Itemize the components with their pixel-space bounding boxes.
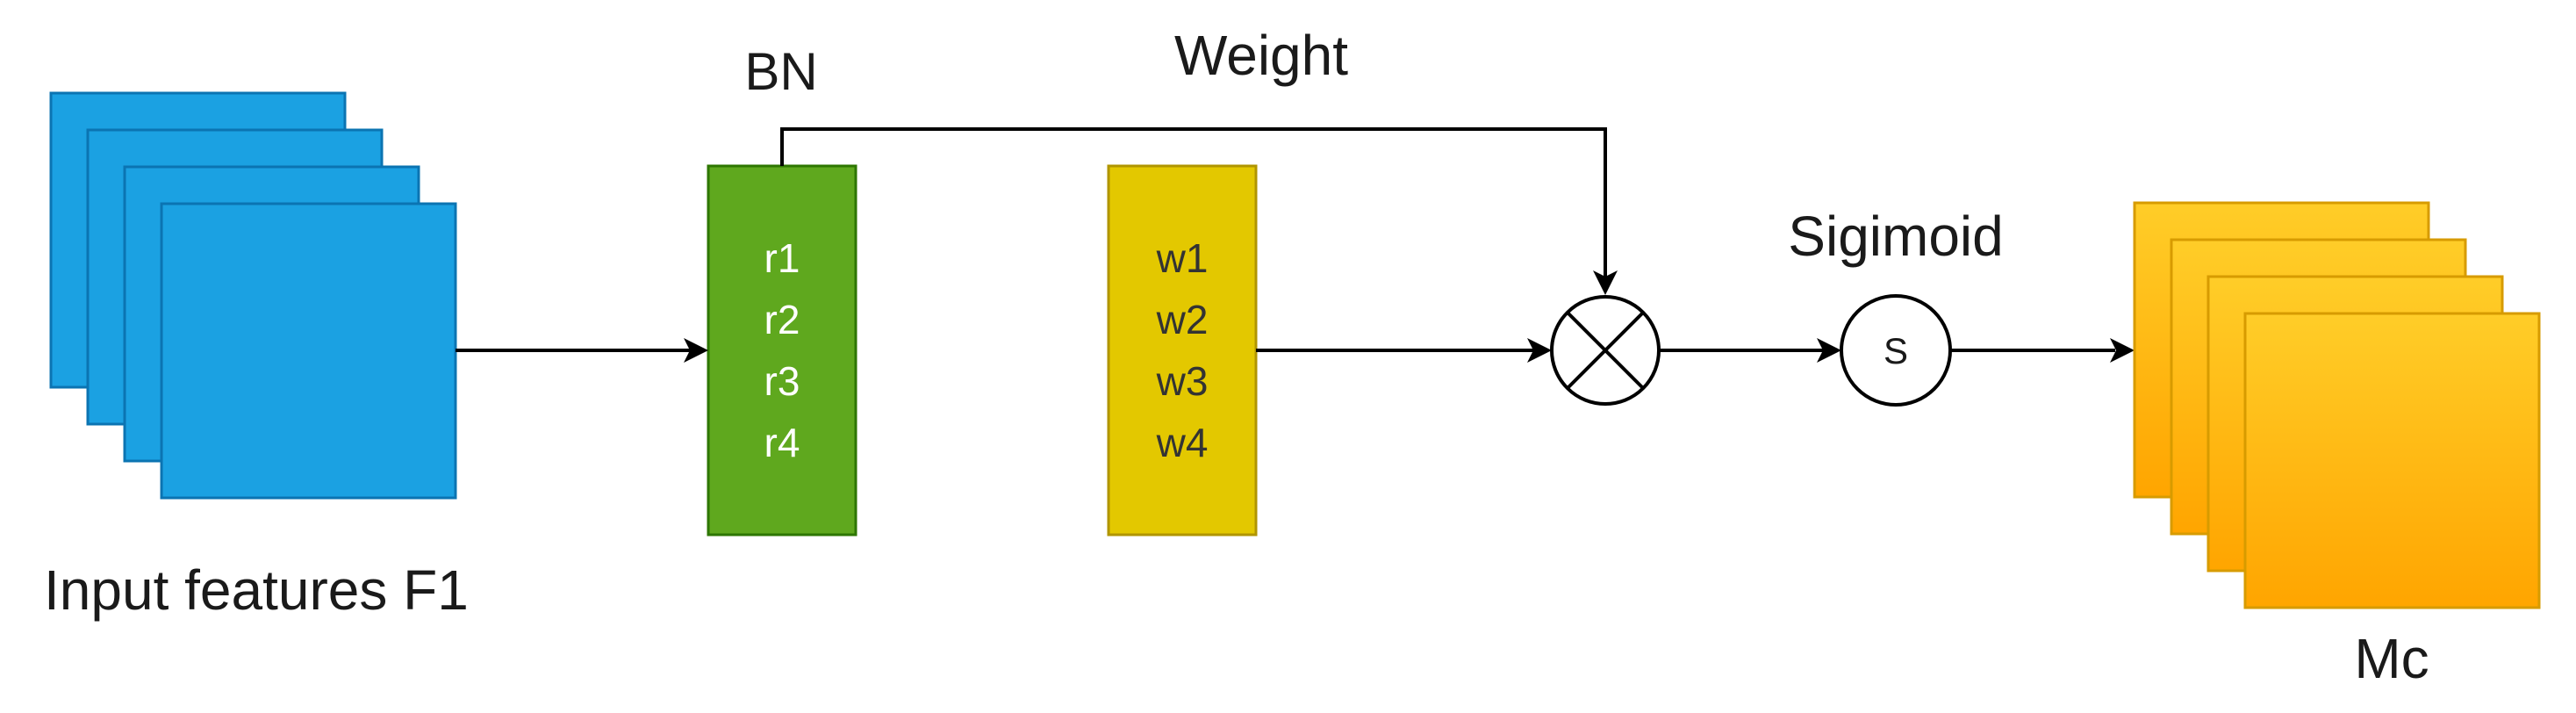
weight-coefficient-2: w2 [1156,297,1209,342]
arrow-multiply-to-sigmoid-head [1817,338,1841,363]
bn-coefficient-2: r2 [764,297,800,342]
output-feature-stack [2133,201,2541,609]
input-feature-stack [49,91,457,500]
multiply-circle-icon [1550,295,1661,406]
arrow-bn-to-multiply-head [1593,270,1618,295]
input-feature-map-4 [160,202,457,500]
weight-coefficient-3: w3 [1156,358,1209,404]
sigmoid-symbol: S [1884,330,1908,371]
weight-coefficients: w1 w2 w3 w4 [1156,235,1209,465]
bn-label: BN [744,42,817,101]
bn-block [707,164,857,537]
arrow-bn-to-multiply [780,127,1607,279]
sigmoid-label: Sigimoid [1788,205,2003,268]
weight-coefficient-4: w4 [1156,420,1209,465]
bn-coefficient-3: r3 [764,358,800,404]
weight-label: Weight [1174,24,1348,87]
arrow-input-to-bn-head [684,338,708,363]
bn-coefficient-4: r4 [764,420,800,465]
arrow-sigmoid-to-output-head [2110,338,2135,363]
weight-block [1107,164,1258,537]
input-features-label: Input features F1 [44,558,469,622]
weight-coefficient-1: w1 [1156,235,1209,281]
bn-coefficient-1: r1 [764,235,800,281]
bn-coefficients: r1 r2 r3 r4 [764,235,800,465]
output-label: Mc [2354,627,2429,690]
arrow-weight-to-multiply-head [1527,338,1552,363]
output-feature-map-4 [2243,312,2541,609]
